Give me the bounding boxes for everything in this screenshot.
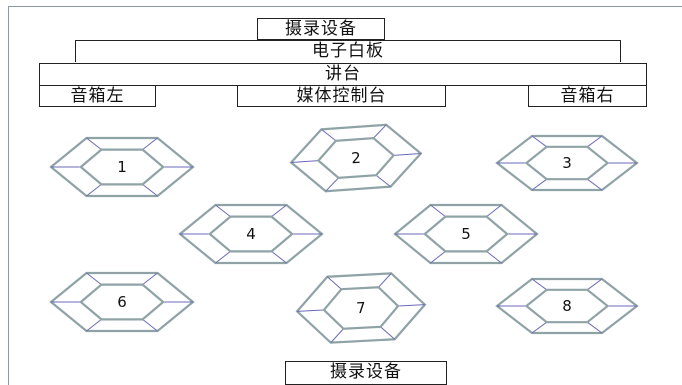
bottom-recording-device-label: 摄录设备 — [330, 362, 402, 382]
table-spoke — [297, 309, 324, 312]
table-number-label: 7 — [356, 299, 366, 317]
table-inner-hexagon — [322, 286, 400, 330]
table-number-label: 2 — [351, 149, 362, 168]
table-spoke — [531, 278, 547, 291]
media-console-label: 媒体控制台 — [296, 86, 387, 106]
table-spoke — [398, 304, 425, 307]
table-spoke — [393, 152, 421, 156]
whiteboard-label: 电子白板 — [312, 41, 384, 61]
media-console-box: 媒体控制台 — [237, 86, 446, 107]
table-spoke — [430, 251, 446, 264]
table-spoke — [330, 328, 344, 343]
table-spoke — [321, 128, 337, 142]
table-number-label: 5 — [461, 225, 471, 243]
table-spoke — [378, 273, 392, 288]
table-number-label: 4 — [246, 225, 256, 243]
table-spoke — [430, 204, 446, 217]
table-1: 1 — [49, 136, 195, 198]
table-inner-hexagon — [208, 215, 294, 253]
frame-top-border — [8, 6, 682, 7]
table-2: 2 — [289, 123, 423, 193]
table-spoke — [142, 137, 158, 150]
table-number-label: 3 — [562, 154, 572, 172]
table-spoke — [587, 135, 603, 148]
table-4: 4 — [178, 203, 324, 265]
table-spoke — [86, 137, 102, 150]
top-recording-device-label: 摄录设备 — [285, 19, 357, 39]
table-inner-hexagon — [316, 137, 396, 179]
table-3: 3 — [495, 134, 639, 192]
frame-left-border — [8, 6, 9, 385]
table-inner-hexagon — [524, 145, 610, 181]
table-spoke — [142, 272, 158, 285]
table-number-label: 6 — [117, 293, 127, 311]
table-spoke — [531, 135, 547, 148]
speaker-left-box: 音箱左 — [39, 86, 156, 107]
table-spoke — [587, 178, 603, 191]
whiteboard-box: 电子白板 — [75, 40, 621, 62]
table-spoke — [271, 251, 287, 264]
bottom-recording-device-box: 摄录设备 — [285, 361, 447, 385]
table-spoke — [271, 204, 287, 217]
table-spoke — [86, 319, 102, 332]
speaker-right-box: 音箱右 — [528, 86, 647, 107]
table-spoke — [380, 326, 396, 340]
top-recording-device-box: 摄录设备 — [257, 18, 385, 40]
table-spoke — [291, 160, 319, 164]
table-number-label: 8 — [562, 297, 572, 315]
table-spoke — [142, 319, 158, 332]
table-spoke — [375, 174, 391, 188]
table-spoke — [326, 276, 342, 290]
table-spoke — [587, 278, 603, 291]
table-inner-hexagon — [79, 148, 165, 186]
table-spoke — [531, 178, 547, 191]
table-inner-hexagon — [79, 283, 165, 321]
table-inner-hexagon — [423, 215, 509, 253]
table-spoke — [86, 272, 102, 285]
podium-label: 讲台 — [325, 64, 361, 84]
table-spoke — [142, 184, 158, 197]
podium-box: 讲台 — [39, 63, 647, 86]
table-6: 6 — [49, 271, 195, 333]
speaker-right-label: 音箱右 — [560, 86, 615, 106]
table-spoke — [215, 204, 231, 217]
table-spoke — [531, 321, 547, 334]
table-number-label: 1 — [117, 158, 127, 176]
table-spoke — [373, 124, 387, 139]
table-inner-hexagon — [524, 288, 610, 324]
table-spoke — [486, 204, 502, 217]
table-spoke — [587, 321, 603, 334]
table-5: 5 — [393, 203, 539, 265]
table-spoke — [86, 184, 102, 197]
table-spoke — [215, 251, 231, 264]
table-7: 7 — [295, 272, 427, 344]
table-spoke — [486, 251, 502, 264]
speaker-left-label: 音箱左 — [70, 86, 125, 106]
table-8: 8 — [495, 277, 639, 335]
table-spoke — [325, 177, 339, 192]
